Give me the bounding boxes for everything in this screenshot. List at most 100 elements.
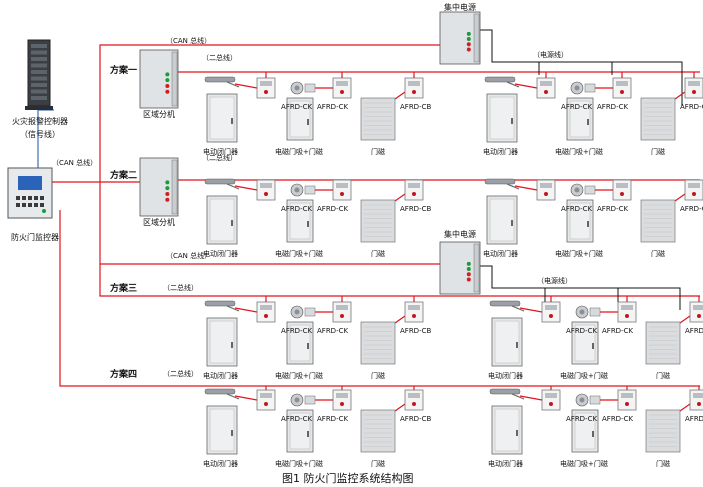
afrd-ck-label: AFRD-CK xyxy=(602,415,633,423)
closer-label: 电动闭门器 xyxy=(203,249,238,258)
door-magnet-panel xyxy=(645,409,681,453)
fire-door xyxy=(491,317,523,367)
electromagnetic-holder xyxy=(290,305,316,319)
electromagnetic-holder xyxy=(570,183,596,197)
afrd-module xyxy=(612,179,632,201)
afrd-module xyxy=(536,179,556,201)
afrd-ck-label: AFRD-CK xyxy=(281,415,312,423)
device-link xyxy=(234,395,258,401)
can-bus-label: （CAN 总线） xyxy=(166,251,211,260)
afrd-ck-label: AFRD-CK xyxy=(281,327,312,335)
region-unit-label: 区域分机 xyxy=(143,217,175,227)
afrd-module xyxy=(256,389,276,411)
closer-label: 电动闭门器 xyxy=(203,459,238,468)
can-bus-label: （CAN 总线） xyxy=(166,36,211,45)
afrd-module xyxy=(617,389,637,411)
afrd-ck-label: AFRD-CK xyxy=(317,327,348,335)
fire-door xyxy=(206,195,238,245)
holder-label: 电磁门吸+门磁 xyxy=(275,371,323,380)
closer-label: 电动闭门器 xyxy=(488,371,523,380)
holder-label: 电磁门吸+门磁 xyxy=(555,147,603,156)
afrd-cb-label: AFRD-CB xyxy=(400,103,431,111)
afrd-module xyxy=(612,77,632,99)
region-unit xyxy=(139,49,179,109)
fire-door xyxy=(566,97,594,141)
door-closer xyxy=(204,388,240,400)
device-link xyxy=(514,185,538,191)
afrd-ck-label: AFRD-CK xyxy=(597,103,628,111)
closer-label: 电动闭门器 xyxy=(203,371,238,380)
fire-door xyxy=(571,409,599,453)
afrd-module xyxy=(256,301,276,323)
door-magnet-panel xyxy=(360,409,396,453)
power-line-label: （电源线） xyxy=(533,50,568,59)
power-line xyxy=(480,265,681,310)
central-power-supply xyxy=(439,11,481,65)
afrd-ck-label: AFRD-CK xyxy=(281,103,312,111)
afrd-module xyxy=(332,301,352,323)
electromagnetic-holder xyxy=(570,81,596,95)
two-wire-label: （二总线） xyxy=(202,153,237,162)
afrd-module xyxy=(684,77,703,99)
afrd-module xyxy=(684,179,703,201)
afrd-module xyxy=(256,77,276,99)
closer-label: 电动闭门器 xyxy=(203,147,238,156)
can-bus-label: （CAN 总线） xyxy=(52,158,97,167)
electromagnetic-holder xyxy=(290,393,316,407)
afrd-module xyxy=(541,301,561,323)
afrd-cb-label: AFRD-CB xyxy=(680,205,703,213)
door-magnet-panel xyxy=(640,199,676,243)
region-unit-label: 区域分机 xyxy=(143,109,175,119)
fire-door xyxy=(491,405,523,455)
afrd-cb-label: AFRD-CB xyxy=(680,103,703,111)
fire-door xyxy=(571,321,599,365)
door-monitor-label: 防火门监控器 xyxy=(11,232,59,242)
afrd-module xyxy=(332,179,352,201)
fire-door xyxy=(206,405,238,455)
afrd-module xyxy=(689,301,703,323)
afrd-ck-label: AFRD-CK xyxy=(566,327,597,335)
fire-alarm-controller xyxy=(25,39,53,110)
afrd-module xyxy=(404,77,424,99)
afrd-ck-label: AFRD-CK xyxy=(602,327,633,335)
magnet-label: 门磁 xyxy=(371,459,385,468)
afrd-module xyxy=(404,301,424,323)
holder-label: 电磁门吸+门磁 xyxy=(275,249,323,258)
afrd-ck-label: AFRD-CK xyxy=(317,205,348,213)
electromagnetic-holder xyxy=(290,183,316,197)
central-power-label: 集中电源 xyxy=(444,2,476,12)
can-bus-line xyxy=(52,44,440,183)
magnet-label: 门磁 xyxy=(371,371,385,380)
closer-label: 电动闭门器 xyxy=(488,459,523,468)
region-unit xyxy=(139,157,179,217)
scheme-title: 方案二 xyxy=(110,169,137,181)
door-closer xyxy=(484,178,520,190)
can-bus-line xyxy=(99,264,195,297)
fire-door xyxy=(206,317,238,367)
holder-label: 电磁门吸+门磁 xyxy=(275,459,323,468)
afrd-cb-label: AFRD-CK xyxy=(685,415,703,423)
two-wire-label: （二总线） xyxy=(202,53,237,62)
afrd-module xyxy=(541,389,561,411)
afrd-cb-label: AFRD-CK xyxy=(685,327,703,335)
labels-layer: 火灾报警控制器 （信号线） 防火门监控器 （CAN 总线） （CAN 总线） （… xyxy=(11,2,703,485)
fire-alarm-controller-label: 火灾报警控制器 xyxy=(12,116,68,126)
scheme-title: 方案三 xyxy=(110,282,137,294)
electromagnetic-holder xyxy=(575,393,601,407)
power-line xyxy=(480,29,683,106)
afrd-module xyxy=(404,389,424,411)
afrd-module xyxy=(404,179,424,201)
door-magnet-panel xyxy=(640,97,676,141)
device-link xyxy=(234,185,258,191)
door-closer xyxy=(489,300,525,312)
devices-layer xyxy=(7,11,703,455)
central-power-supply xyxy=(439,241,481,295)
door-closer xyxy=(489,388,525,400)
afrd-ck-label: AFRD-CK xyxy=(317,103,348,111)
magnet-label: 门磁 xyxy=(656,371,670,380)
afrd-module xyxy=(256,179,276,201)
afrd-ck-label: AFRD-CK xyxy=(561,205,592,213)
device-link xyxy=(519,395,543,401)
